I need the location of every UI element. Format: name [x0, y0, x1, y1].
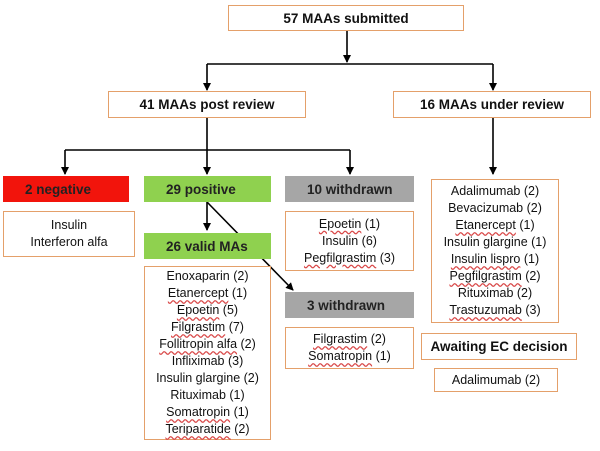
list-item: Rituximab (1) — [170, 387, 244, 404]
drug-count: (1) — [523, 252, 540, 266]
drug-name: Adalimumab — [450, 184, 521, 198]
drug-name: Insulin glargine — [156, 371, 241, 385]
under-review-box: 16 MAAs under review — [393, 91, 591, 118]
positive-title: 29 positive — [166, 181, 236, 197]
negative-title: 2 negative — [25, 181, 92, 197]
drug-name: Rituximab — [170, 388, 226, 402]
drug-count: (6) — [361, 233, 377, 248]
drug-count: (1) — [229, 388, 245, 402]
drug-count: (3) — [525, 303, 541, 317]
drug-name: Pegfilgrastim — [449, 269, 522, 283]
drug-name: Etanercept — [455, 218, 516, 232]
list-item: Trastuzumab (3) — [449, 302, 540, 319]
drug-name: Bevacizumab — [448, 201, 524, 215]
post-review-label: 41 MAAs post review — [139, 97, 275, 112]
list-item: Somatropin (1) — [308, 348, 391, 365]
drug-count: (1) — [531, 235, 547, 249]
drug-name: Epoetin — [176, 303, 220, 317]
drug-count: (2) — [370, 332, 386, 346]
list-item: Bevacizumab (2) — [448, 200, 542, 217]
list-item: Pegfilgrastim (2) — [449, 268, 540, 285]
withdrawn3-header: 3 withdrawn — [285, 292, 414, 318]
review-list: Adalimumab (2) Bevacizumab (2) Etanercep… — [431, 179, 559, 323]
list-item: Filgrastim (7) — [171, 319, 244, 336]
drug-name: Filgrastim — [313, 332, 368, 346]
list-item: Epoetin (1) — [319, 216, 380, 233]
drug-count: (2) — [523, 184, 540, 198]
list-item: Infliximab (3) — [172, 353, 244, 370]
drug-count: (1) — [519, 218, 535, 232]
withdrawn3-title: 3 withdrawn — [307, 297, 386, 313]
list-item: Pegfilgrastim (3) — [304, 250, 395, 267]
drug-count: (1) — [231, 286, 248, 300]
list-item: Etanercept (1) — [168, 285, 247, 302]
drug-count: (7) — [228, 320, 244, 334]
total-submitted-label: 57 MAAs submitted — [283, 10, 409, 26]
drug-count: (2) — [524, 372, 541, 387]
list-item: Adalimumab (2) — [452, 372, 540, 389]
under-review-label: 16 MAAs under review — [419, 97, 565, 112]
list-item: Somatropin (1) — [166, 404, 249, 421]
withdrawn10-list: Epoetin (1) Insulin (6) Pegfilgrastim (3… — [285, 211, 414, 271]
drug-name: Insulin lispro — [450, 252, 521, 266]
drug-name: Follitropin alfa — [159, 337, 238, 351]
drug-name: Rituximab — [457, 286, 514, 300]
drug-count: (3) — [379, 250, 395, 265]
drug-name: Enoxaparin — [166, 269, 230, 283]
awaiting-header: Awaiting EC decision — [421, 333, 577, 360]
drug-count: (1) — [233, 405, 249, 419]
negative-list: Insulin Interferon alfa — [3, 211, 135, 257]
drug-name: Adalimumab — [451, 372, 522, 387]
drug-count: (2) — [233, 269, 249, 283]
valid-header: 26 valid MAs — [144, 233, 271, 259]
drug-name: Etanercept — [167, 286, 229, 300]
drug-name: Pegfilgrastim — [303, 250, 377, 265]
drug-count: (5) — [222, 303, 239, 317]
drug-count: (2) — [516, 286, 533, 300]
list-item: Insulin lispro (1) — [451, 251, 539, 268]
negative-header: 2 negative — [3, 176, 129, 202]
drug-name: Insulin glargine — [443, 235, 528, 249]
drug-count: (2) — [240, 337, 256, 351]
drug-count: (2) — [526, 201, 542, 215]
withdrawn10-title: 10 withdrawn — [307, 181, 393, 197]
list-item: Rituximab (2) — [458, 285, 532, 302]
withdrawn3-list: Filgrastim (2) Somatropin (1) — [285, 327, 414, 369]
list-item: Teriparatide (2) — [165, 421, 249, 438]
post-review-box: 41 MAAs post review — [108, 91, 306, 118]
awaiting-list: Adalimumab (2) — [434, 368, 558, 392]
drug-name: Somatropin — [166, 405, 231, 419]
list-item: Enoxaparin (2) — [166, 268, 248, 285]
drug-count: (3) — [228, 354, 244, 368]
awaiting-title: Awaiting EC decision — [430, 339, 568, 354]
drug-name: Somatropin — [308, 349, 373, 363]
valid-title: 26 valid MAs — [166, 238, 248, 254]
drug-name: Infliximab — [171, 354, 225, 368]
list-item: Etanercept (1) — [455, 217, 534, 234]
drug-name: Insulin — [322, 233, 359, 248]
positive-header: 29 positive — [144, 176, 271, 202]
valid-list: Enoxaparin (2) Etanercept (1) Epoetin (5… — [144, 266, 271, 440]
list-item: Insulin — [50, 218, 88, 232]
drug-count: (2) — [525, 269, 541, 283]
list-item: Epoetin (5) — [177, 302, 238, 319]
drug-name: Filgrastim — [171, 320, 226, 334]
drug-count: (1) — [364, 216, 381, 231]
drug-count: (2) — [234, 422, 250, 436]
drug-count: (2) — [243, 371, 259, 385]
withdrawn10-header: 10 withdrawn — [285, 176, 414, 202]
list-item: Insulin glargine (2) — [156, 370, 259, 387]
drug-name: Trastuzumab — [449, 303, 522, 317]
drug-count: (1) — [375, 349, 391, 363]
list-item: Insulin (6) — [322, 233, 377, 250]
list-item: Filgrastim (2) — [313, 331, 386, 348]
drug-name: Epoetin — [318, 216, 362, 231]
list-item: Follitropin alfa (2) — [159, 336, 256, 353]
list-item: Interferon alfa — [30, 235, 108, 249]
drug-name: Teriparatide — [165, 422, 231, 436]
list-item: Adalimumab (2) — [451, 183, 539, 200]
total-submitted-box: 57 MAAs submitted — [228, 5, 464, 31]
list-item: Insulin glargine (1) — [444, 234, 547, 251]
